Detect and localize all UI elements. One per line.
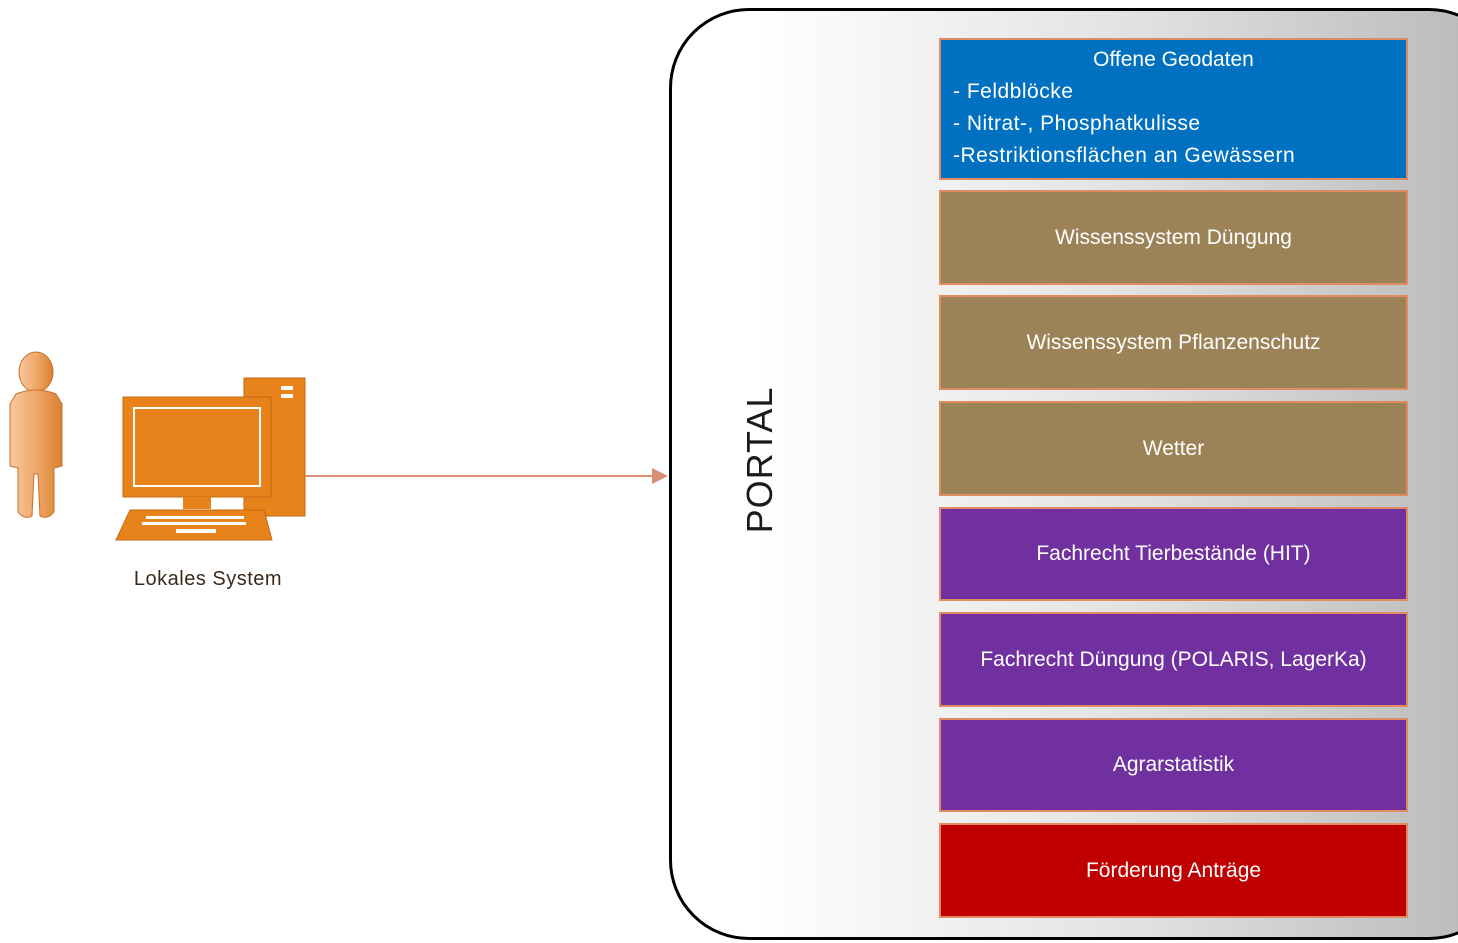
geodata-item-kulisse: - Nitrat-, Phosphatkulisse	[953, 112, 1201, 135]
local-system-label: Lokales System	[133, 568, 283, 590]
connector-arrow	[305, 468, 668, 484]
portal-label: PORTAL	[739, 386, 780, 534]
geodata-item-feldbloecke: - Feldblöcke	[953, 80, 1074, 103]
box-agrarstatistik: Agrarstatistik	[939, 718, 1408, 812]
geodata-title: Offene Geodaten	[1093, 48, 1254, 71]
box-fachrecht-duengung: Fachrecht Düngung (POLARIS, LagerKa)	[939, 612, 1408, 707]
box-foerderung-antraege: Förderung Anträge	[939, 823, 1408, 918]
person-icon	[9, 351, 63, 518]
box-wissenssystem-duengung: Wissenssystem Düngung	[939, 190, 1408, 285]
geodata-box: Offene Geodaten - Feldblöcke - Nitrat-, …	[939, 38, 1408, 180]
box-fachrecht-tierbestaende: Fachrecht Tierbestände (HIT)	[939, 507, 1408, 601]
geodata-item-restriktion: -Restriktionsflächen an Gewässern	[953, 144, 1296, 167]
desktop-computer-icon	[115, 377, 306, 541]
box-wetter: Wetter	[939, 401, 1408, 496]
box-wissenssystem-pflanzenschutz: Wissenssystem Pflanzenschutz	[939, 295, 1408, 390]
